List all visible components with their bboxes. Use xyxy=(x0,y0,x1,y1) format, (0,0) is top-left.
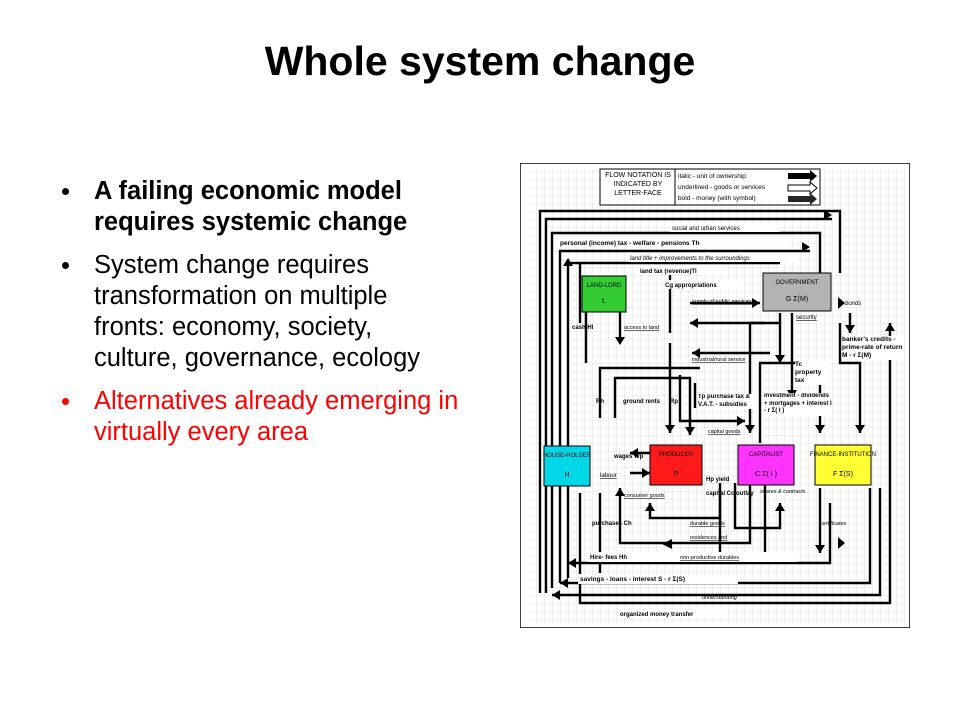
flow-label: shares & contracts xyxy=(760,489,806,495)
flow-label: certificates xyxy=(820,521,847,527)
legend-row: italic - unit of ownership xyxy=(678,173,746,180)
bullet-text: Alternatives already emerging in virtual… xyxy=(94,387,459,446)
flow-label: industrial/rural service xyxy=(692,357,746,363)
flow-label: access to land xyxy=(624,325,659,331)
bullet-text: A failing economic model requires system… xyxy=(94,177,408,236)
legend-row: underlined - goods or services xyxy=(678,184,766,191)
flow-label: land tax (revenue)Tl xyxy=(640,269,697,275)
flow-label: Hire- fees Hh xyxy=(590,555,627,561)
legend-row: bold - money (with symbol) xyxy=(678,195,756,202)
node-finance: FINANCE-INSTITUTION F Σ(S) xyxy=(810,444,876,486)
flow-label: banker's credits - prime-rate of return … xyxy=(842,336,904,360)
bullet-icon xyxy=(62,262,69,269)
flow-label: savings - loans - interest S - r Σ(S) xyxy=(580,576,685,583)
flow-label: non-productive durables xyxy=(680,555,739,561)
flow-label: wages Wp xyxy=(613,454,644,460)
flow-label: Tc property tax xyxy=(795,361,829,385)
node-government-name: GOVERNMENT xyxy=(775,280,818,286)
flow-label: Hp yield xyxy=(706,477,730,483)
flow-label: residences and xyxy=(690,535,727,541)
node-landlord: LAND-LORD L xyxy=(581,275,627,313)
flow-label: ground rents xyxy=(623,399,661,405)
legend-arrow-icon xyxy=(788,170,817,182)
flow-label: durable goods xyxy=(690,521,725,527)
flow-label: consumer goods xyxy=(624,493,665,499)
node-government-symbol: G Σ(M) xyxy=(786,296,808,303)
slide-title: Whole system change xyxy=(264,38,696,84)
node-householder: HOUSE-HOLDER H xyxy=(543,445,592,487)
bullet-item: Alternatives already emerging in virtual… xyxy=(62,386,462,448)
node-capitalist-symbol: C Σ( I ) xyxy=(755,471,777,478)
bullet-item: System change requires transformation on… xyxy=(62,250,462,374)
legend-note: FLOW NOTATION IS INDICATED BY LETTER-FAC… xyxy=(605,172,671,197)
node-householder-name: HOUSE-HOLDER xyxy=(543,453,592,459)
flow-label: capital Cc outlay xyxy=(706,491,754,497)
node-finance-name: FINANCE-INSTITUTION xyxy=(810,452,876,458)
node-capitalist: CAPITALIST C Σ( I ) xyxy=(737,444,795,486)
flow-label: Rp xyxy=(670,399,678,405)
node-producer-name: PRODUCER xyxy=(659,452,694,458)
node-householder-symbol: H xyxy=(564,472,569,479)
node-producer-symbol: P xyxy=(674,471,679,478)
flow-label: organized money transfer xyxy=(620,612,694,618)
flow-label: security xyxy=(796,315,817,321)
flow-label: "understanding" xyxy=(700,595,740,601)
bullet-icon xyxy=(62,188,69,195)
flow-label: capital goods xyxy=(708,429,741,435)
legend-arrow-icon xyxy=(787,180,818,196)
node-landlord-symbol: L xyxy=(602,298,606,305)
flow-label: supply of public services xyxy=(692,299,752,305)
flow-labels: social and urban services personal (inco… xyxy=(558,223,904,618)
legend-arrow-icon xyxy=(788,193,817,205)
bullet-item: A failing economic model requires system… xyxy=(62,176,462,238)
flow-label: labour xyxy=(600,473,617,479)
flow-label: purchases Ch xyxy=(592,521,632,527)
node-finance-symbol: F Σ(S) xyxy=(833,471,853,478)
flow-label: Tp purchase tax & V.A.T. - subsidies xyxy=(698,394,754,409)
flow-label: social and urban services xyxy=(672,226,740,232)
flow-label: Cg appropriations xyxy=(665,283,717,289)
flow-label: personal (income) tax - welfare - pensio… xyxy=(560,240,699,247)
flow-label: Rh xyxy=(596,399,604,405)
flow-label: land title + improvements to the surroun… xyxy=(630,256,750,262)
flow-label: investment - dividends + mortgages + int… xyxy=(764,393,832,416)
node-landlord-name: LAND-LORD xyxy=(587,283,622,289)
node-government: GOVERNMENT G Σ(M) xyxy=(762,272,832,312)
node-producer: PRODUCER P xyxy=(649,444,703,486)
bullet-icon xyxy=(62,398,69,405)
flow-label: bonds xyxy=(845,301,861,307)
node-capitalist-name: CAPITALIST xyxy=(749,452,783,458)
bullet-text: System change requires transformation on… xyxy=(94,251,421,372)
flow-arrows xyxy=(552,210,895,600)
legend: FLOW NOTATION IS INDICATED BY LETTER-FAC… xyxy=(599,168,821,206)
economic-flow-diagram: FLOW NOTATION IS INDICATED BY LETTER-FAC… xyxy=(520,163,910,628)
flow-label: cash Hl xyxy=(572,325,594,331)
bullet-list: A failing economic model requires system… xyxy=(62,176,462,460)
